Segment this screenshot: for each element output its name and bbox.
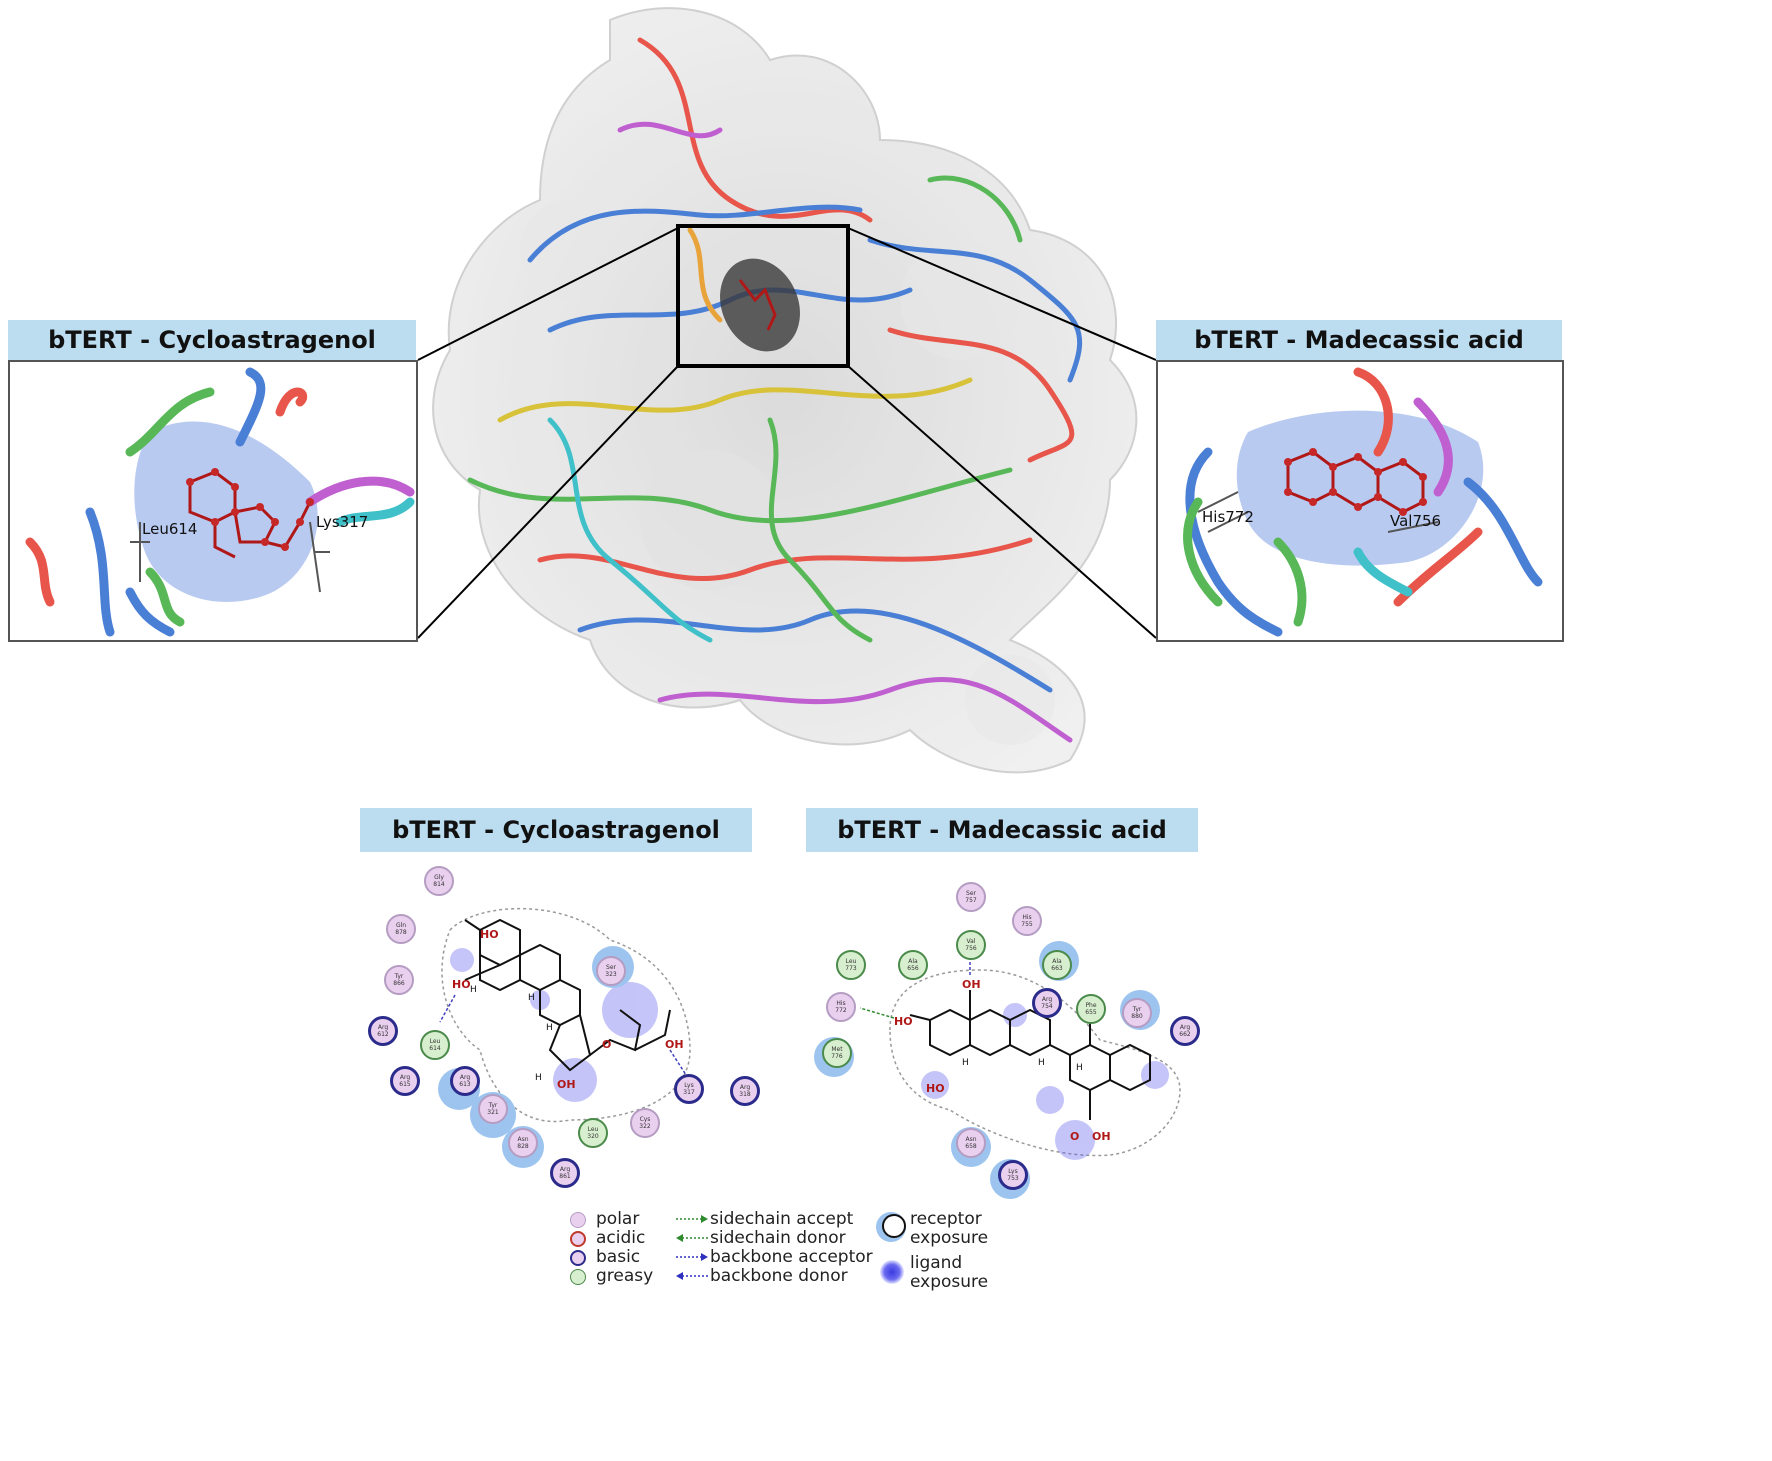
atom-label-oh-1: OH bbox=[557, 1078, 576, 1091]
right-panel-title: bTERT - Madecassic acid bbox=[1156, 320, 1562, 360]
legend-backbone-acceptor: backbone acceptor bbox=[710, 1247, 873, 1267]
atom-label-o: O bbox=[602, 1038, 611, 1051]
legend-greasy-swatch bbox=[570, 1269, 586, 1285]
atom-label-h-3: H bbox=[535, 1073, 542, 1083]
atom-label-ho-2: HO bbox=[452, 978, 471, 991]
legend-ligand-exposure-swatch bbox=[880, 1260, 904, 1284]
ribbon-coils bbox=[467, 37, 1083, 743]
left-interaction-diagram: HO HO OH OH O H H H H bbox=[439, 907, 691, 1123]
right-diagram-title: bTERT - Madecassic acid bbox=[806, 808, 1198, 852]
atom-label-ho-4: HO bbox=[926, 1082, 945, 1095]
legend-sidechain-accept: sidechain accept bbox=[710, 1209, 854, 1229]
atom-label-h-5: H bbox=[962, 1058, 969, 1068]
atom-label-ho-1: HO bbox=[480, 928, 499, 941]
legend-receptor-exposure-label: exposure bbox=[910, 1228, 989, 1248]
atom-label-oh-4: OH bbox=[1092, 1130, 1111, 1143]
atom-label-h-6: H bbox=[1038, 1058, 1045, 1068]
right-binding-pocket-panel: His772 Val756 bbox=[1156, 360, 1564, 642]
left-residue-label-1: Leu614 bbox=[142, 520, 197, 538]
atom-label-oh-3: OH bbox=[962, 978, 981, 991]
legend-acidic-label: acidic bbox=[596, 1228, 646, 1248]
atom-label-o-2: O bbox=[1070, 1130, 1079, 1143]
right-interaction-diagram: OH HO HO OH O H H H bbox=[859, 950, 1181, 1160]
legend-ligand-label: ligand bbox=[910, 1253, 963, 1273]
legend-basic-swatch bbox=[570, 1250, 586, 1266]
atom-label-h-1: H bbox=[470, 985, 477, 995]
left-diagram-title: bTERT - Cycloastragenol bbox=[360, 808, 752, 852]
madecassic-acid-structure bbox=[909, 990, 1151, 1120]
legend-acidic-swatch bbox=[570, 1231, 586, 1247]
right-residue-label-2: Val756 bbox=[1390, 512, 1441, 530]
ligand-pocket-surface bbox=[720, 258, 800, 352]
left-binding-pocket-panel: Leu614 Lys317 bbox=[8, 360, 418, 642]
left-panel-title: bTERT - Cycloastragenol bbox=[8, 320, 416, 360]
protein-structure bbox=[432, 7, 1138, 774]
zoom-connectors bbox=[417, 227, 1157, 639]
left-residue-label-2: Lys317 bbox=[316, 513, 368, 531]
legend-polar-label: polar bbox=[596, 1209, 640, 1229]
legend: polar acidic basic greasy sidechain acce… bbox=[566, 1208, 1006, 1300]
legend-basic-label: basic bbox=[596, 1247, 641, 1267]
legend-backbone-donor: backbone donor bbox=[710, 1266, 848, 1286]
zoom-box bbox=[676, 224, 850, 368]
atom-label-h-7: H bbox=[1076, 1063, 1083, 1073]
left-pocket-render: Leu614 Lys317 bbox=[25, 367, 415, 637]
legend-receptor-label: receptor bbox=[910, 1209, 982, 1229]
legend-receptor-exposure-ring bbox=[882, 1214, 906, 1238]
cycloastragenol-structure bbox=[464, 918, 671, 1072]
legend-sidechain-donor: sidechain donor bbox=[710, 1228, 846, 1248]
atom-label-ho-3: HO bbox=[894, 1015, 913, 1028]
right-pocket-render: His772 Val756 bbox=[1183, 367, 1543, 637]
legend-greasy-label: greasy bbox=[596, 1266, 654, 1286]
legend-polar-swatch bbox=[570, 1212, 586, 1228]
atom-label-h-4: H bbox=[528, 993, 535, 1003]
legend-interaction-arrows bbox=[676, 1215, 708, 1280]
atom-label-h-2: H bbox=[546, 1023, 553, 1033]
legend-ligand-exposure-label: exposure bbox=[910, 1272, 989, 1292]
atom-label-oh-2: OH bbox=[665, 1038, 684, 1051]
right-residue-label-1: His772 bbox=[1202, 508, 1254, 526]
